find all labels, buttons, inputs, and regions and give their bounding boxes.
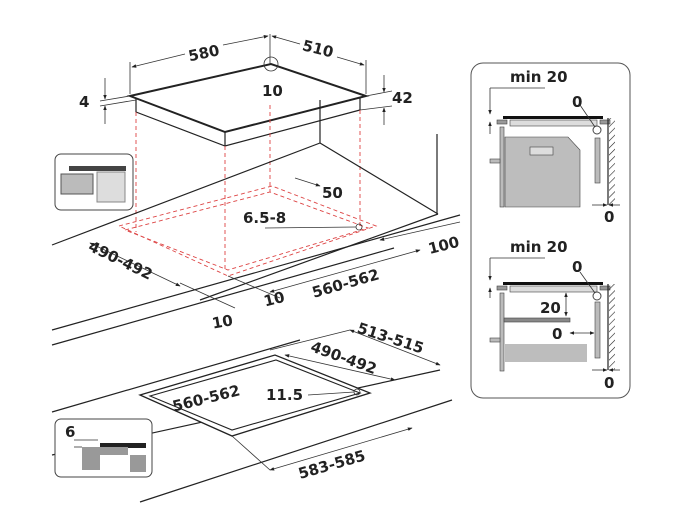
countertop-drawing bbox=[51, 100, 461, 346]
dim-width: 580 bbox=[187, 41, 221, 65]
dim-outer-depth: 513-515 bbox=[355, 319, 426, 357]
dim-rebate-depth: 6 bbox=[65, 423, 75, 441]
dim-rear-clearance: 50 bbox=[322, 184, 343, 202]
dim-front-offset-b: 10 bbox=[211, 311, 235, 332]
dim-radius: 11.5 bbox=[266, 386, 303, 404]
bottom-min-clearance: min 20 bbox=[510, 238, 568, 256]
dim-side-clearance: 100 bbox=[426, 233, 461, 258]
top-wall-gap-label: 0 bbox=[604, 208, 614, 226]
dim-corner-radius: 10 bbox=[262, 82, 283, 100]
dim-depth: 510 bbox=[301, 36, 336, 61]
clearance-bottom-drawing bbox=[488, 257, 620, 372]
bottom-wall-gap-label: 0 bbox=[604, 374, 614, 392]
dim-height: 42 bbox=[392, 89, 413, 107]
hob-drawing bbox=[126, 62, 370, 147]
projection-lines bbox=[135, 105, 361, 270]
dim-cutout-depth: 490-492 bbox=[86, 237, 156, 283]
flush-countertop-drawing bbox=[51, 329, 453, 503]
clearance-top-drawing bbox=[488, 87, 620, 208]
shelf-offset-label: 0 bbox=[552, 325, 562, 343]
built-in-oven-icon bbox=[54, 153, 134, 211]
dim-front-offset-a: 10 bbox=[262, 288, 287, 311]
top-gap-label: 0 bbox=[572, 93, 582, 111]
shelf-gap-label: 20 bbox=[540, 299, 561, 317]
rebate-detail-icon bbox=[54, 418, 153, 478]
dim-screw-diameter: 6.5-8 bbox=[243, 209, 286, 227]
dim-glass-thickness: 4 bbox=[79, 93, 89, 111]
hob-dimension-lines bbox=[99, 34, 393, 125]
top-min-clearance: min 20 bbox=[510, 68, 568, 86]
bottom-gap-label: 0 bbox=[572, 258, 582, 276]
